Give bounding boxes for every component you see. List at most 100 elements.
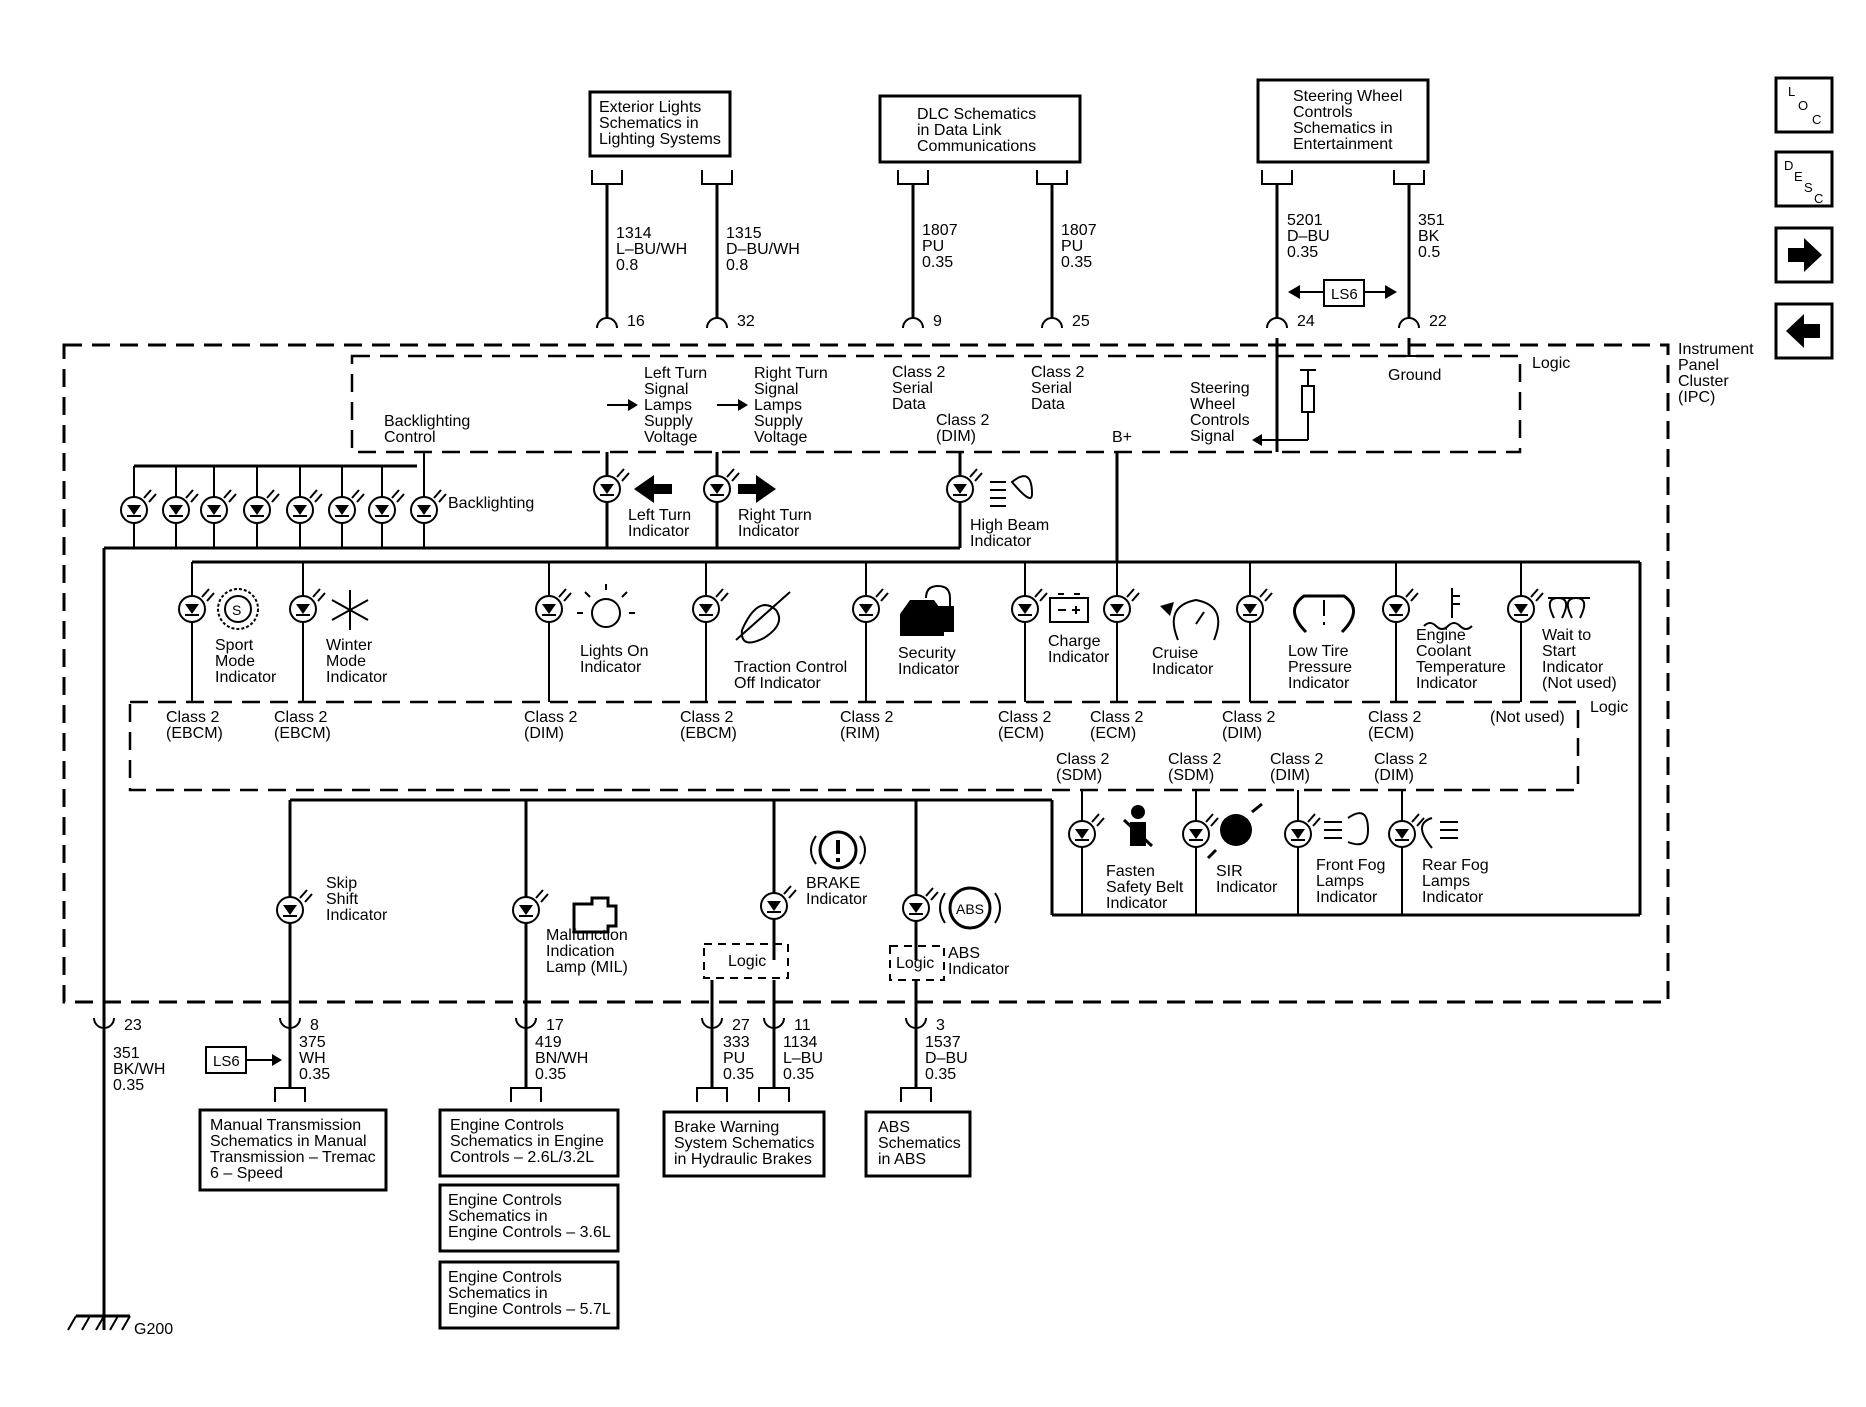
wait-start-lamp: [1507, 588, 1544, 623]
back-button[interactable]: [1774, 302, 1834, 360]
svg-text:3: 3: [936, 1017, 945, 1034]
backlight-lamp-2: [162, 489, 199, 524]
class2-label: Class 2(ECM): [1090, 709, 1143, 742]
svg-text:Ground: Ground: [1388, 367, 1441, 384]
left-arrow-icon: [634, 475, 672, 503]
bottom-wires: [288, 800, 918, 1088]
desc-button[interactable]: D E S C: [1774, 150, 1834, 208]
low-tire-lamp: [1236, 588, 1273, 623]
brake-logic-box: Logic: [703, 943, 789, 979]
right-arrow-icon: [738, 475, 776, 503]
class2-label: Class 2(DIM): [1270, 751, 1323, 784]
snowflake-icon: [331, 590, 369, 630]
svg-text:LS6: LS6: [213, 1053, 240, 1070]
svg-text:G200: G200: [134, 1321, 173, 1338]
cruise-icon: [1160, 598, 1220, 641]
top-connector-taps: [591, 170, 1425, 185]
lights-on-lamp: [535, 588, 572, 623]
svg-text:9: 9: [933, 313, 942, 330]
charge-lamp: [1011, 588, 1048, 623]
mil-lamp: [512, 889, 549, 924]
svg-text:Class 2(DIM): Class 2(DIM): [936, 412, 989, 445]
backlight-lamp-5: [286, 489, 323, 524]
svg-text:27: 27: [732, 1017, 750, 1034]
class2-label: Class 2(DIM): [1374, 751, 1427, 784]
svg-text:D: D: [1784, 158, 1793, 173]
svg-text:Backlighting: Backlighting: [448, 495, 534, 512]
class2-label: Class 2(EBCM): [166, 709, 223, 742]
ground-symbol: G200: [67, 1300, 173, 1338]
abs-lamp: [902, 887, 939, 922]
class2-label: Class 2(EBCM): [680, 709, 737, 742]
class2-label: Class 2(DIM): [524, 709, 577, 742]
low-tire-icon: [1293, 594, 1355, 634]
left-turn-lamp: [593, 468, 630, 503]
security-icon: [900, 584, 954, 636]
coolant-icon: [1423, 588, 1473, 630]
svg-text:O: O: [1798, 98, 1808, 113]
fasten-belt-lamp: [1068, 813, 1105, 848]
glow-plug-icon: [1548, 596, 1590, 619]
traction-off-lamp: [692, 588, 729, 623]
abs-logic-box: Logic: [889, 945, 945, 981]
svg-text:11: 11: [794, 1017, 811, 1034]
svg-text:8: 8: [310, 1017, 319, 1034]
loc-button[interactable]: L O C: [1774, 76, 1834, 134]
engine-icon: [572, 896, 618, 934]
coolant-lamp: [1382, 588, 1419, 623]
seat-belt-icon: [1122, 805, 1154, 848]
class2-row1-labels: Class 2(EBCM) Class 2(EBCM) Class 2(DIM) Cl…: [166, 709, 1565, 742]
backlight-lamp-3: [200, 489, 237, 524]
logic-label-top: Logic: [1532, 355, 1570, 372]
class2-label: Class 2(ECM): [998, 709, 1051, 742]
svg-text:16: 16: [627, 313, 645, 330]
backlight-lamp-6: [328, 489, 365, 524]
class2-label: Class 2(RIM): [840, 709, 893, 742]
forward-button[interactable]: [1774, 226, 1834, 284]
svg-text:LS6: LS6: [1331, 286, 1358, 303]
logic-block-middle: [128, 700, 1580, 792]
arrow-left-icon: [1786, 314, 1820, 348]
svg-text:Logic: Logic: [728, 953, 766, 970]
class2-label: (Not used): [1490, 709, 1565, 726]
ls6-bottom-marker: LS6: [205, 1046, 282, 1074]
